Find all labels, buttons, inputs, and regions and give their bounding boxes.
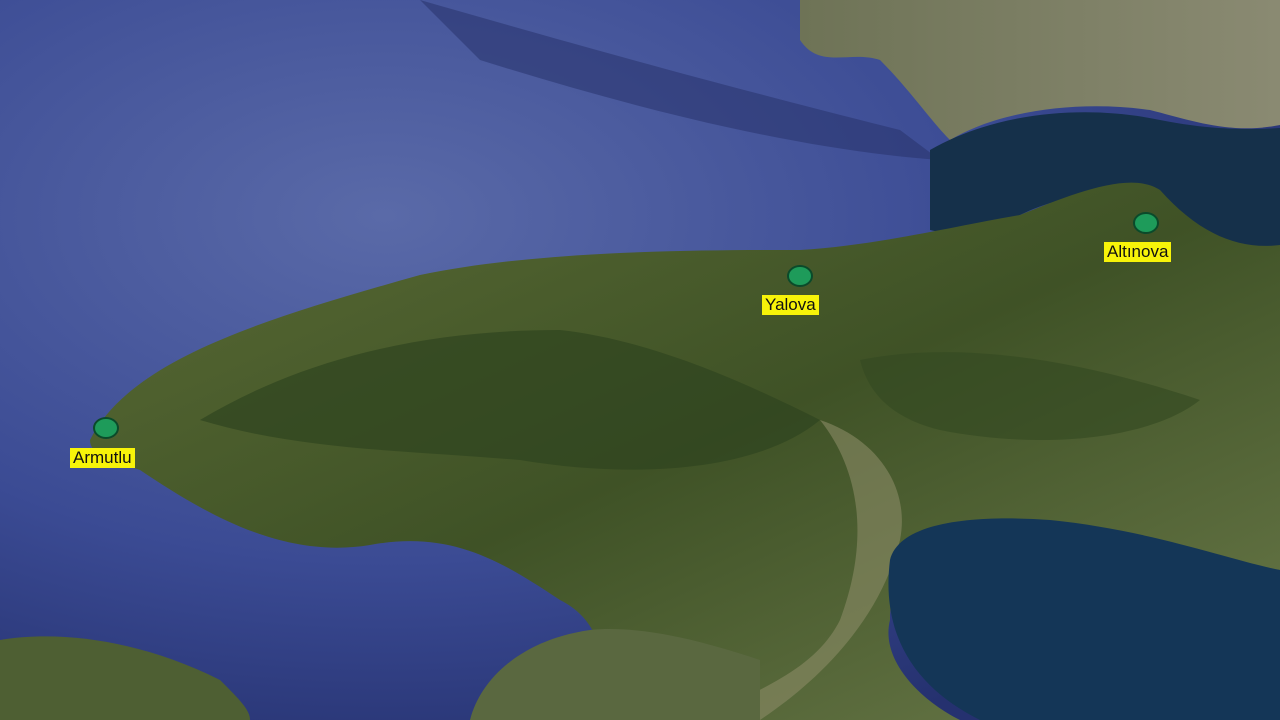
yalova-marker[interactable] <box>787 265 813 287</box>
valley-strip <box>700 420 902 720</box>
altinova-marker[interactable] <box>1133 212 1159 234</box>
armutlu-marker[interactable] <box>93 417 119 439</box>
lake-water <box>888 518 1280 720</box>
armutlu-label: Armutlu <box>70 448 135 468</box>
south-shore-land <box>0 636 250 720</box>
south-shore-land-center <box>470 629 760 720</box>
north-shore-land <box>800 0 1280 140</box>
altinova-label: Altınova <box>1104 242 1172 262</box>
yalova-label: Yalova <box>762 295 819 315</box>
mountain-ridge <box>200 330 820 470</box>
mountain-ridge-east <box>860 352 1200 440</box>
cloud-streak <box>420 0 940 160</box>
